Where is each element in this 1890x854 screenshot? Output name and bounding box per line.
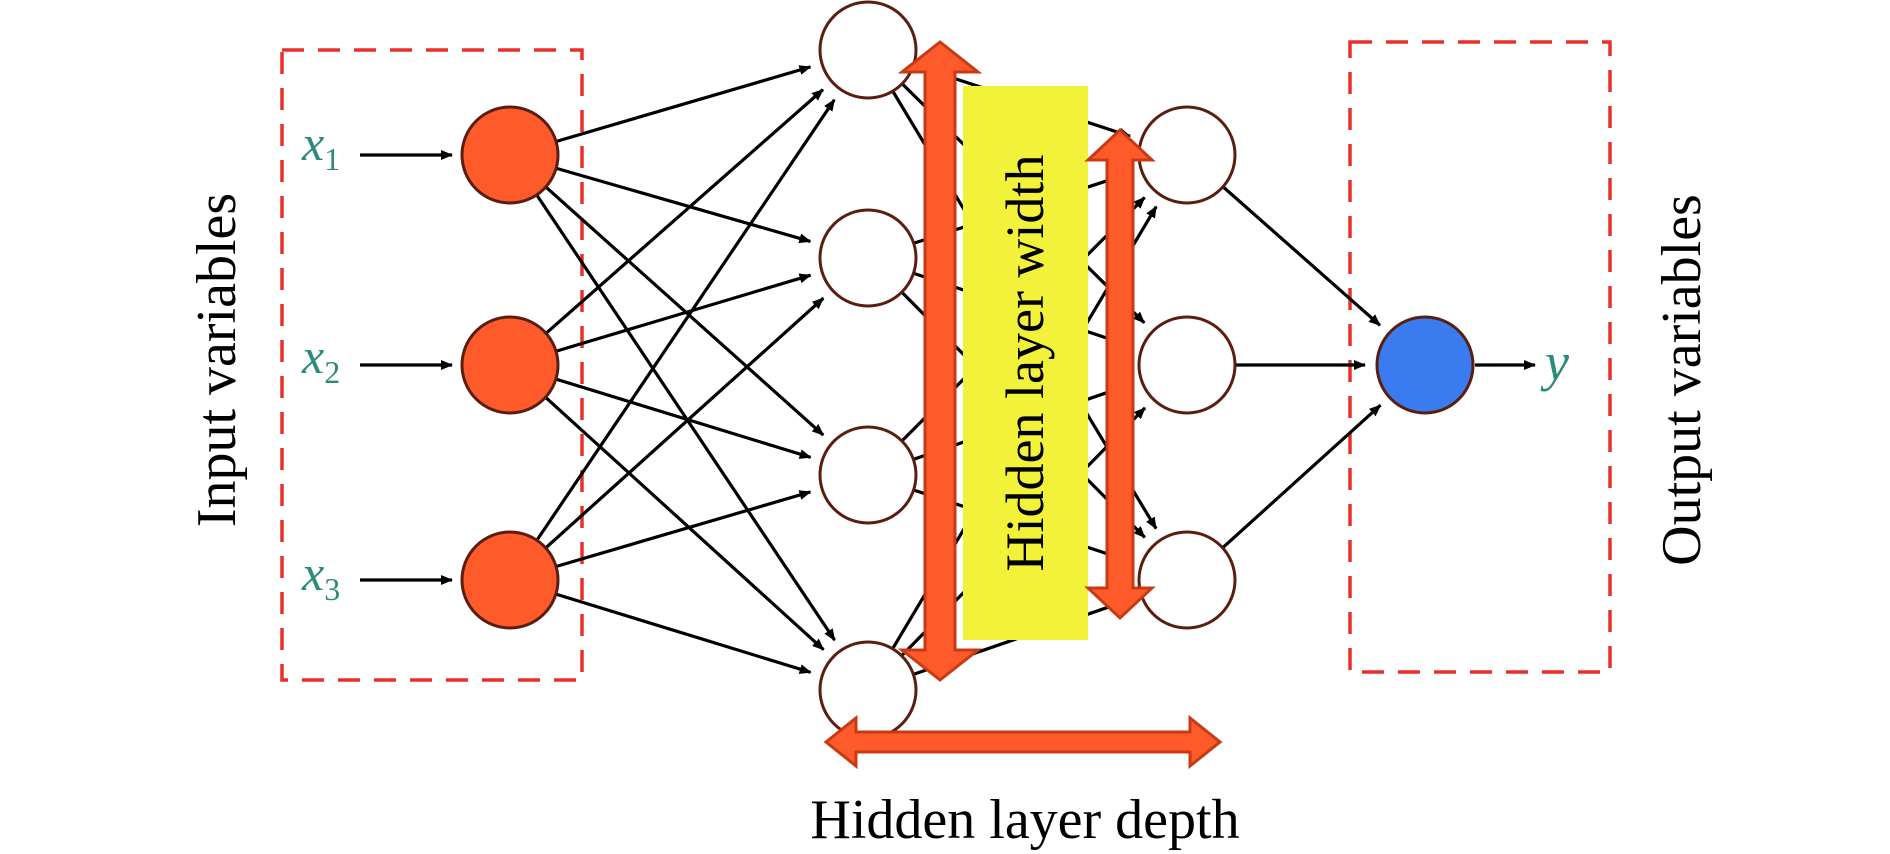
edge-input3-hidden1-2 — [544, 296, 825, 550]
output-variable-y: y — [1540, 332, 1569, 392]
hidden1-node-3 — [818, 425, 918, 525]
hidden2-node-1 — [1137, 105, 1237, 205]
input-node-2 — [460, 315, 560, 415]
input-variables-label: Input variables — [186, 193, 248, 527]
edge-input3-hidden1-3 — [555, 490, 812, 569]
hidden-layer-depth-arrow — [823, 714, 1223, 770]
edge-input2-hidden1-4 — [544, 396, 825, 651]
connection-edges — [535, 63, 1382, 676]
edge-input2-hidden1-3 — [555, 377, 812, 459]
hidden-layer-depth-label: Hidden layer depth — [810, 789, 1239, 851]
hidden2-node-2 — [1137, 315, 1237, 415]
input-variable-x2: x2 — [301, 328, 340, 390]
edge-input1-hidden1-3 — [544, 185, 825, 437]
hidden1-node-2 — [818, 208, 918, 308]
input-variable-x1: x1 — [301, 115, 340, 177]
hidden-layer-width-highlight — [963, 86, 1088, 640]
edge-input2-hidden1-2 — [555, 273, 812, 353]
input-arrows — [360, 150, 1536, 585]
edge-hidden2-1-output — [1221, 185, 1382, 327]
edge-input2-hidden1-1 — [544, 88, 825, 335]
edge-input3-hidden1-4 — [555, 592, 812, 674]
output-variables-label: Output variables — [1651, 194, 1713, 566]
edge-input1-hidden1-1 — [555, 65, 812, 144]
hidden-layer-width-label: Hidden layer width — [995, 155, 1055, 572]
hidden-layer-width-arrow-large — [897, 40, 983, 682]
hidden1-node-4 — [818, 640, 918, 740]
output-variables-box — [1348, 40, 1612, 674]
output-node — [1375, 315, 1475, 415]
input-node-1 — [460, 105, 560, 205]
hidden-layer-width-arrow-small — [1084, 127, 1156, 621]
input-variable-x3: x3 — [301, 545, 340, 607]
hidden2-node-3 — [1137, 530, 1237, 630]
edge-hidden2-3-output — [1221, 404, 1382, 550]
edge-input1-hidden1-2 — [555, 166, 812, 244]
network-nodes — [460, 0, 1475, 740]
hidden1-node-1 — [818, 0, 918, 100]
input-node-3 — [460, 530, 560, 630]
input-variables-box — [280, 48, 584, 682]
edge-input3-hidden1-1 — [535, 98, 836, 542]
